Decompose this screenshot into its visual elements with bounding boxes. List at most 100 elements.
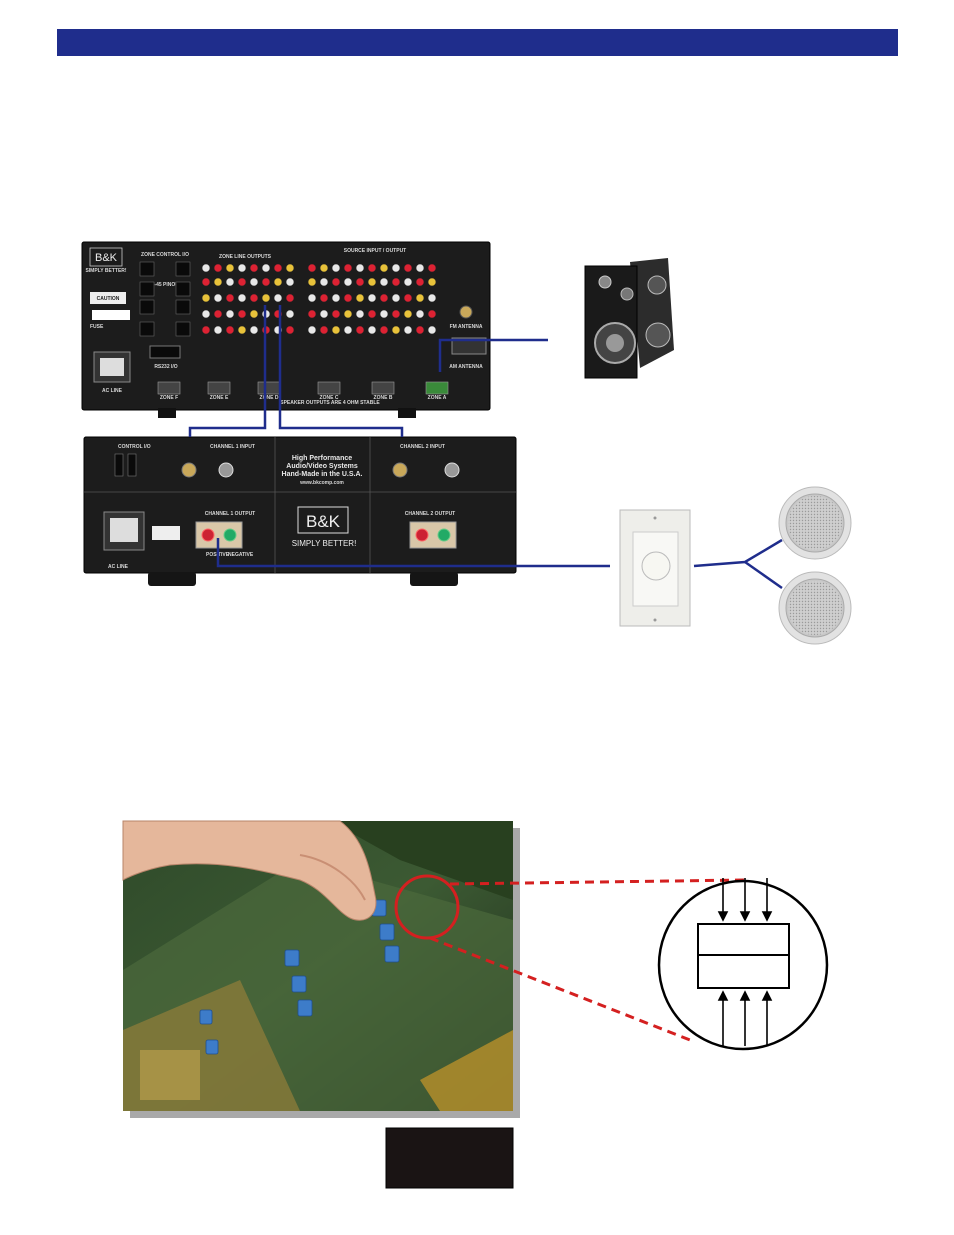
- rca-jack: [367, 309, 377, 319]
- amp-tagline-line3: Hand-Made in the U.S.A.: [282, 471, 363, 478]
- rca-jack: [367, 277, 377, 287]
- rca-jack: [307, 325, 317, 335]
- receiver-fm-antenna-label: FM ANTENNA: [450, 324, 483, 330]
- rca-jack: [285, 325, 295, 335]
- rca-jack: [261, 263, 271, 273]
- rca-jack: [379, 309, 389, 319]
- rca-jack: [403, 277, 413, 287]
- rca-jack: [403, 293, 413, 303]
- rca-jack: [415, 293, 425, 303]
- rca-jack: [225, 277, 235, 287]
- rca-jack: [319, 293, 329, 303]
- rca-jack: [391, 263, 401, 273]
- receiver-rs232-label: RS232 I/O: [154, 364, 177, 370]
- rca-jack: [403, 263, 413, 273]
- rca-jack: [213, 277, 223, 287]
- zone-label: ZONE A: [428, 395, 447, 401]
- highlight-circle: [394, 874, 460, 940]
- rca-jack: [249, 293, 259, 303]
- rca-jack: [343, 293, 353, 303]
- rca-jack: [415, 325, 425, 335]
- receiver-source-io-label: SOURCE INPUT / OUTPUT: [344, 248, 407, 254]
- receiver-am-antenna-label: AM ANTENNA: [449, 364, 483, 370]
- rca-jack: [201, 325, 211, 335]
- rca-jack: [249, 325, 259, 335]
- rca-jack: [391, 325, 401, 335]
- rca-jack: [319, 325, 329, 335]
- rca-jack: [307, 293, 317, 303]
- amp-channel1-output-label: CHANNEL 1 OUTPUT: [205, 511, 255, 517]
- rca-jack: [391, 277, 401, 287]
- rca-jack: [427, 293, 437, 303]
- amp-logo: B&K: [306, 512, 341, 531]
- rca-jack: [273, 277, 283, 287]
- rca-jack: [213, 293, 223, 303]
- rca-jack: [285, 277, 295, 287]
- amp-tagline-line1: High Performance: [292, 455, 352, 462]
- rca-jack: [355, 263, 365, 273]
- ceiling-speaker-bottom: [778, 571, 852, 645]
- rca-jack: [379, 325, 389, 335]
- rca-jack: [285, 293, 295, 303]
- speaker-terminal-block: [157, 381, 181, 395]
- speaker-terminal-block: [371, 381, 395, 395]
- rca-jack: [379, 263, 389, 273]
- rca-jack: [237, 309, 247, 319]
- receiver-ac-line-label: AC LINE: [102, 388, 123, 394]
- receiver-zone-line-outputs-label: ZONE LINE OUTPUTS: [219, 254, 272, 260]
- amp-tagline-line2: Audio/Video Systems: [286, 463, 358, 470]
- amp-website: www.bkcomp.com: [299, 480, 344, 486]
- amp-ac-line-label: AC LINE: [108, 564, 129, 570]
- amp-logo-tagline: SIMPLY BETTER!: [292, 539, 357, 548]
- rca-jack: [273, 263, 283, 273]
- receiver-logo: B&K: [95, 252, 118, 264]
- rca-jack: [331, 293, 341, 303]
- rca-jack: [201, 277, 211, 287]
- rca-jack: [379, 293, 389, 303]
- rca-jack: [415, 309, 425, 319]
- amp-channel1-input-label: CHANNEL 1 INPUT: [210, 444, 255, 450]
- amp-logo-box: [297, 506, 349, 534]
- rca-jack: [343, 277, 353, 287]
- rca-jack: [367, 293, 377, 303]
- receiver-rj45-label: RJ-45 PINOUT: [148, 282, 182, 288]
- rca-jack: [319, 277, 329, 287]
- speaker-terminal-block: [317, 381, 341, 395]
- rca-jack: [319, 263, 329, 273]
- rca-jack: [261, 293, 271, 303]
- receiver-zone-control-label: ZONE CONTROL I/O: [141, 252, 189, 258]
- bookshelf-speaker: [584, 258, 674, 379]
- amp-channel2-input-label: CHANNEL 2 INPUT: [400, 444, 445, 450]
- wire-zone-to-ch2: [278, 305, 404, 437]
- header-bar: [57, 29, 898, 56]
- board-photo-section: [122, 820, 829, 1189]
- rca-jack: [319, 309, 329, 319]
- zone-label: ZONE F: [160, 395, 178, 401]
- wiring-diagram: B&K SIMPLY BETTER! CAUTION FUSE AC LINE …: [81, 241, 852, 645]
- rca-jack: [427, 309, 437, 319]
- rca-jack: [391, 309, 401, 319]
- rca-jack: [403, 309, 413, 319]
- rca-jack: [213, 263, 223, 273]
- rca-jack: [367, 263, 377, 273]
- rca-jack: [237, 325, 247, 335]
- wires: [188, 305, 783, 590]
- rca-jack: [355, 277, 365, 287]
- ceiling-speaker-top: [778, 486, 852, 560]
- speaker-terminal-block: [257, 381, 281, 395]
- rca-jack: [427, 277, 437, 287]
- rca-jack: [331, 263, 341, 273]
- rca-jack: [213, 309, 223, 319]
- rca-jack: [213, 325, 223, 335]
- rca-jack: [285, 263, 295, 273]
- rca-jack: [391, 293, 401, 303]
- rca-jack: [307, 277, 317, 287]
- rca-jack: [331, 277, 341, 287]
- wire-receiver-to-speaker: [438, 338, 548, 372]
- receiver-fuse-label: FUSE: [90, 324, 104, 330]
- rca-jack: [249, 309, 259, 319]
- wire-volume-to-ceiling1: [693, 538, 783, 568]
- zone-label: ZONE D: [260, 395, 279, 401]
- rca-jack: [379, 277, 389, 287]
- rca-jack: [237, 277, 247, 287]
